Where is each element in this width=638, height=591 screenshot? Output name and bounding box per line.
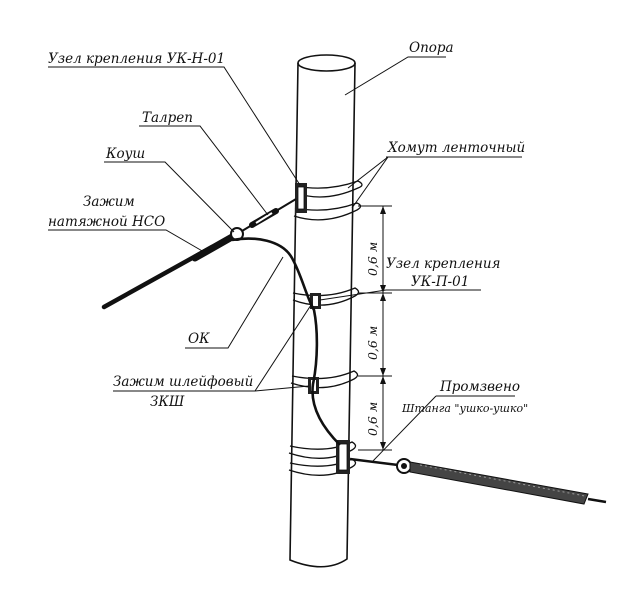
label-opora: Опора (409, 40, 454, 56)
shtanga-rod (409, 461, 589, 505)
label-homut: Хомут ленточный (387, 140, 525, 156)
lower-tension-assembly (349, 457, 607, 505)
label-zksh-1: Зажим шлейфовый (113, 374, 253, 390)
uk-n-01-hardware (295, 183, 307, 213)
turnbuckle-eye (275, 198, 297, 212)
dimension-1: 0,6 м (365, 242, 380, 276)
band-clamps (288, 180, 363, 476)
label-talrep: Талреп (142, 110, 193, 126)
nso-clamp-body (191, 233, 236, 262)
lower-anchor-hardware (336, 440, 350, 474)
dimension-3: 0,6 м (365, 402, 380, 436)
pole (289, 54, 356, 568)
leader-lines (48, 56, 522, 463)
label-shtanga: Штанга "ушко-ушко" (401, 402, 528, 415)
uk-p-01-hardware (310, 293, 321, 309)
optical-cable (231, 237, 341, 446)
label-zksh-2: ЗКШ (150, 394, 185, 410)
label-ok: ОК (188, 331, 210, 347)
label-uk-p-01-1: Узел крепления (386, 256, 501, 272)
label-promzveno: Промзвено (439, 379, 520, 395)
upper-tension-assembly (101, 198, 297, 310)
dimension-2: 0,6 м (365, 326, 380, 360)
prom-link (349, 457, 399, 467)
label-koush: Коуш (105, 146, 145, 162)
label-uk-p-01-2: УК-П-01 (411, 274, 469, 290)
label-uk-n-01: Узел крепления УК-Н-01 (48, 51, 225, 67)
lower-cable-end (587, 497, 607, 504)
label-zazhim-nso-2: натяжной НСО (48, 214, 165, 230)
label-zazhim-nso-1: Зажим (83, 194, 135, 210)
